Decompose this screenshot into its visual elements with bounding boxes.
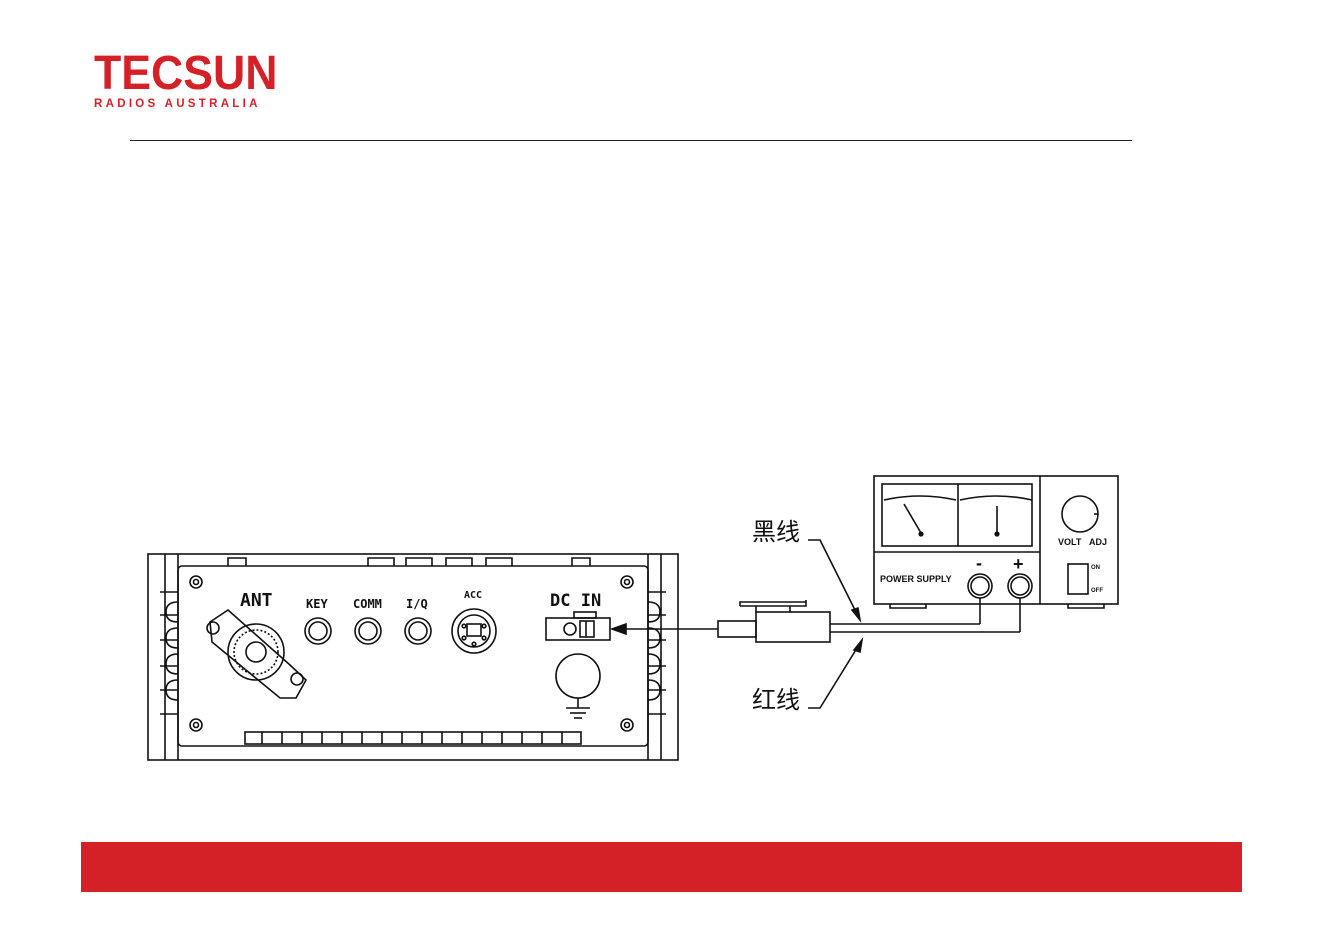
radio-front-panel	[148, 554, 678, 760]
volt-adj-knob	[1062, 496, 1098, 532]
ant-connector	[207, 610, 306, 698]
dc-in-socket	[546, 612, 610, 640]
volt-label: VOLT	[1058, 537, 1082, 547]
comm-label: COMM	[353, 597, 382, 611]
off-label: OFF	[1091, 588, 1103, 594]
minus-label: -	[976, 553, 982, 573]
dc-plug-cable	[612, 540, 1020, 708]
on-label: ON	[1091, 565, 1100, 571]
ant-label: ANT	[240, 590, 273, 611]
black-wire-label: 黑线	[752, 518, 800, 546]
acc-label: ACC	[464, 590, 482, 601]
power-supply-unit	[874, 476, 1118, 608]
adj-label: ADJ	[1089, 537, 1107, 547]
ground-terminal	[556, 654, 600, 718]
acc-connector	[452, 609, 496, 653]
plus-label: +	[1013, 554, 1024, 574]
power-switch	[1068, 564, 1088, 594]
key-label: KEY	[306, 597, 328, 611]
dc-in-label: DC IN	[550, 591, 601, 611]
iq-label: I/Q	[406, 597, 428, 611]
red-wire-label: 红线	[752, 686, 800, 714]
power-supply-label: POWER SUPPLY	[880, 574, 952, 584]
footer-bar	[81, 842, 1242, 892]
